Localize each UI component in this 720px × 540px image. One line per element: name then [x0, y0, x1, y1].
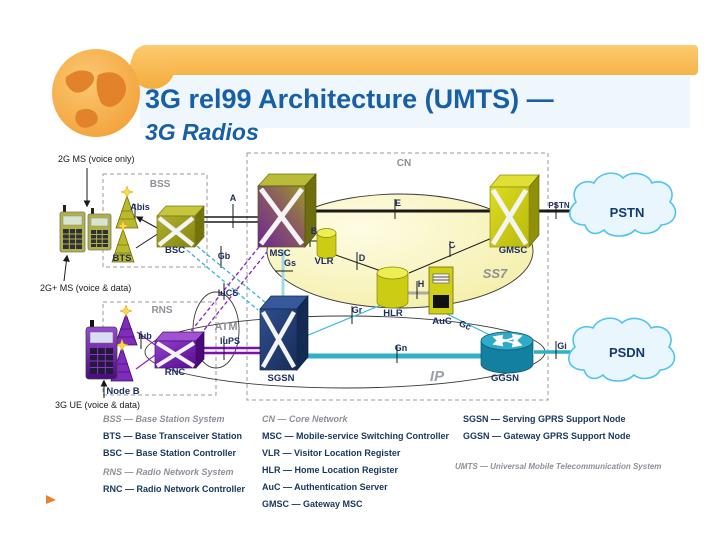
2g-phone-icon	[59, 205, 86, 253]
bts-antenna-icon	[111, 185, 139, 263]
ss7-domain-ellipse	[266, 193, 534, 309]
msc-switch-icon	[257, 173, 317, 248]
label-if-h: H	[418, 279, 425, 289]
label-vlr: VLR	[315, 256, 334, 267]
label-gmsc: GMSC	[499, 245, 528, 256]
page-title: 3G rel99 Architecture (UMTS) —	[145, 84, 554, 114]
label-cn: CN	[397, 158, 411, 169]
label-if-gi: Gi	[557, 341, 567, 351]
page-subtitle: 3G Radios	[145, 119, 259, 145]
2g-phone-icon-2	[87, 208, 112, 251]
vlr-database-icon	[316, 228, 337, 259]
legend-item-hlr: HLR — Home Location Register	[262, 465, 399, 475]
label-sgsn: SGSN	[268, 373, 295, 384]
label-ggsn: GGSN	[491, 373, 519, 384]
label-hlr: HLR	[383, 308, 403, 319]
legend-item-rns: RNS — Radio Network System	[103, 467, 234, 477]
legend-column-access: BSS — Base Station System BTS — Base Tra…	[103, 414, 245, 501]
label-bss: BSS	[150, 179, 171, 190]
hlr-database-icon	[376, 266, 409, 309]
interface-ticks	[134, 199, 557, 363]
label-bts: BTS	[113, 253, 132, 264]
3g-phone-icon	[85, 320, 118, 380]
legend-item-ggsn: GGSN — Gateway GPRS Support Node	[463, 431, 631, 441]
label-bsc: BSC	[165, 245, 185, 256]
slide-footer-arrow-icon	[46, 495, 56, 504]
legend-item-sgsn: SGSN — Serving GPRS Support Node	[463, 414, 626, 424]
sgsn-switch-icon	[259, 295, 309, 371]
label-2g-ms: 2G MS (voice only)	[58, 154, 135, 164]
label-if-abis: Abis	[130, 202, 150, 212]
legend-item-umts: UMTS — Universal Mobile Telecommunicatio…	[455, 462, 662, 471]
legend-item-cn: CN — Core Network	[262, 414, 348, 424]
label-pstn-cloud: PSTN	[610, 205, 645, 220]
legend-item-auc: AuC — Authentication Server	[262, 482, 388, 492]
label-if-c: C	[447, 239, 457, 251]
label-if-b: B	[311, 226, 318, 236]
legend-item-msc: MSC — Mobile-service Switching Controlle…	[262, 431, 450, 441]
legend-item-gmsc: GMSC — Gateway MSC	[262, 499, 363, 509]
label-auc: AuC	[432, 316, 452, 327]
bsc-switch-icon	[156, 205, 205, 248]
label-if-gn: Gn	[395, 343, 408, 353]
label-if-gc: Gc	[458, 318, 473, 332]
label-if-gb: Gb	[218, 251, 231, 261]
label-3g-ue: 3G UE (voice & data)	[55, 400, 140, 410]
label-if-gs: Gs	[284, 258, 296, 268]
header-banner	[132, 45, 698, 75]
label-2g-plus-ms: 2G+ MS (voice & data)	[40, 283, 131, 293]
legend-item-bts: BTS — Base Transceiver Station	[103, 431, 243, 441]
label-ss7: SS7	[483, 266, 508, 281]
legend-item-vlr: VLR — Visitor Location Register	[262, 448, 401, 458]
legend-column-core: CN — Core Network MSC — Mobile-service S…	[262, 414, 449, 516]
label-rnc: RNC	[165, 367, 186, 378]
label-rns: RNS	[151, 305, 172, 316]
label-ip: IP	[430, 368, 445, 385]
legend-item-rnc: RNC — Radio Network Controller	[103, 484, 246, 494]
label-if-iucs: IuCS	[218, 288, 239, 298]
label-node-b: Node B	[106, 386, 139, 397]
legend-column-packet: SGSN — Serving GPRS Support Node GGSN — …	[455, 414, 661, 478]
label-psdn-cloud: PSDN	[609, 345, 645, 360]
title-backdrop	[140, 77, 690, 128]
legend-item-bss: BSS — Base Station System	[103, 414, 225, 424]
label-msc: MSC	[269, 248, 290, 259]
label-if-a: A	[230, 193, 237, 203]
label-if-d: D	[359, 253, 366, 263]
gmsc-switch-icon	[489, 174, 540, 248]
legend-item-bsc: BSC — Base Station Controller	[103, 448, 237, 458]
label-if-e: E	[395, 198, 401, 208]
ggsn-router-icon	[480, 331, 534, 374]
label-atm: ATM	[214, 321, 237, 333]
label-if-gr: Gr	[352, 305, 363, 315]
auc-server-icon	[428, 266, 454, 315]
diagram-links	[62, 168, 583, 398]
label-if-pstn-link: PSTN	[548, 201, 570, 210]
globe-logo-icon	[52, 49, 140, 137]
cn-group-box	[246, 152, 549, 401]
rnc-switch-icon	[154, 331, 205, 369]
atm-domain-ellipse	[192, 291, 240, 369]
label-if-iups: IuPS	[220, 336, 240, 346]
label-if-iub: Iub	[138, 331, 152, 341]
diagram-labels: 2G MS (voice only) 2G+ MS (voice & data)…	[40, 154, 645, 410]
